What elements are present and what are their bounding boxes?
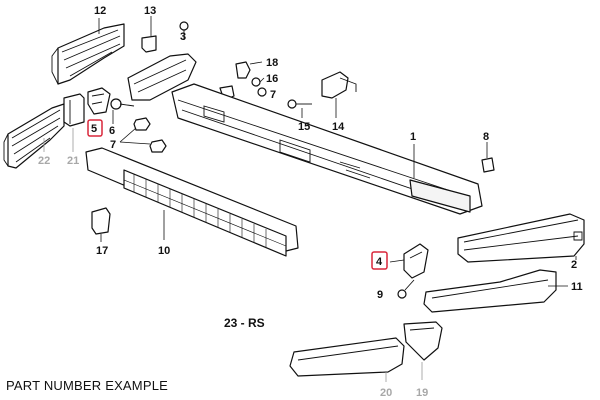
part-10-lower-grille — [85, 147, 299, 257]
callout-4: 4 — [376, 256, 383, 268]
callout-19: 19 — [416, 387, 428, 399]
callout-13: 13 — [144, 5, 156, 17]
part-19-end-piece — [403, 321, 443, 380]
callout-20: 20 — [380, 387, 392, 399]
callout-6: 6 — [109, 125, 115, 137]
callout-11: 11 — [571, 281, 583, 293]
part-4-bracket — [389, 243, 429, 279]
part-3-bolt — [179, 21, 189, 40]
callout-7: 7 — [110, 139, 116, 151]
callout-7-upper: 7 — [270, 89, 276, 101]
part-7-nuts — [119, 117, 167, 153]
part-8-clip — [481, 142, 495, 173]
part-11-trim-strip — [423, 269, 568, 313]
callout-1: 1 — [410, 131, 416, 143]
highlight-box-5 — [87, 119, 103, 137]
callout-15: 15 — [298, 121, 310, 133]
upper-mount-bracket — [127, 53, 197, 101]
callout-12: 12 — [94, 5, 106, 17]
part-13-bracket — [141, 16, 157, 53]
callout-14: 14 — [332, 121, 345, 133]
callout-3: 3 — [180, 31, 186, 43]
part-1-bumper-carrier — [171, 83, 483, 215]
part-18-16-fittings — [219, 61, 267, 101]
highlight-box-4 — [371, 251, 388, 270]
part-6-screw — [110, 98, 135, 124]
part-21-bracket — [63, 93, 85, 152]
callout-5: 5 — [91, 123, 97, 135]
callout-8: 8 — [483, 131, 489, 143]
callout-16: 16 — [266, 73, 278, 85]
variant-label: 23 - RS — [224, 316, 265, 330]
part-22-bumper-guard — [3, 103, 65, 169]
caption: PART NUMBER EXAMPLE — [6, 378, 169, 393]
part-12-bumper-guard — [51, 18, 125, 85]
callout-22: 22 — [38, 155, 50, 167]
callout-10: 10 — [158, 245, 170, 257]
part-20-lower-strip — [289, 337, 405, 382]
part-5-clip — [87, 87, 111, 115]
part-14-mount — [321, 71, 357, 118]
callout-17: 17 — [96, 245, 108, 257]
callout-2: 2 — [571, 259, 577, 271]
part-9-screw — [397, 279, 415, 299]
callout-21: 21 — [67, 155, 79, 167]
callout-18: 18 — [266, 57, 278, 69]
part-17-bracket — [91, 207, 111, 242]
part-15-bolt — [287, 99, 312, 118]
callout-9: 9 — [377, 289, 383, 301]
part-2-bumper-cover — [457, 213, 585, 263]
